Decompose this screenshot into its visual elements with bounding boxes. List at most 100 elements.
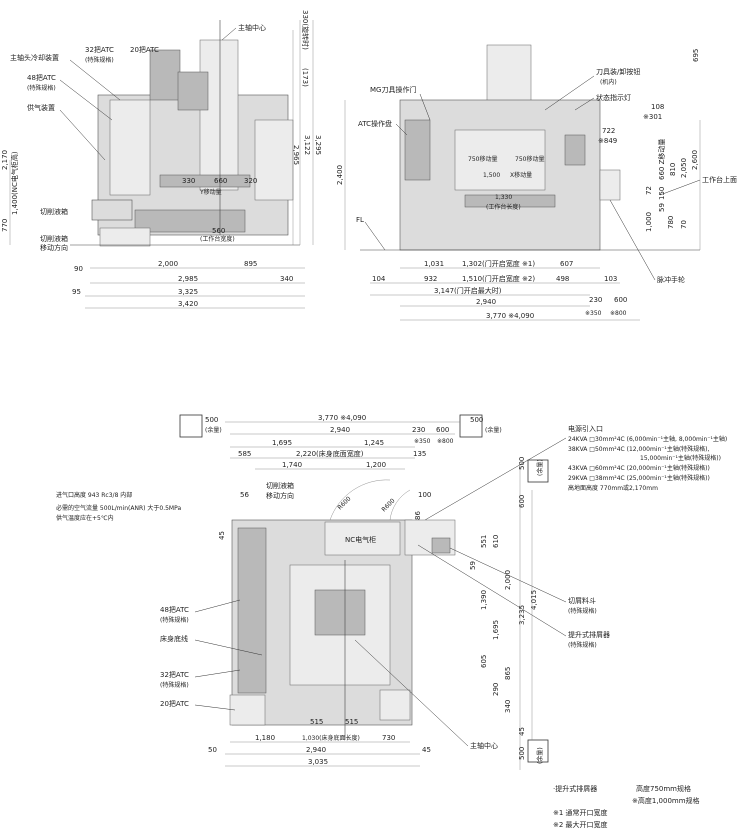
front-label-750a: 750移动量 bbox=[468, 155, 497, 163]
plan-dim-r600b: R600 bbox=[380, 497, 396, 513]
front-dim-70: 70 bbox=[680, 220, 688, 229]
plan-dim-2940: 2,940 bbox=[330, 426, 350, 434]
plan-label-atc32: 32把ATC bbox=[160, 670, 189, 679]
plan-label-atc48-note: (特殊规格) bbox=[160, 616, 189, 624]
footer-notes: ·提升式排屑器 高度750mm规格 ※高度1,000mm规格 ※1 通常开口宽度… bbox=[553, 784, 700, 829]
plan-dim-515a: 515 bbox=[310, 718, 323, 726]
front-label-atc-panel: ATC操作盘 bbox=[358, 119, 392, 128]
side-nc-cabinet bbox=[254, 119, 294, 201]
plan-dim-r600a: R600 bbox=[336, 495, 352, 511]
plan-power-row3: 43KVA □60mm²4C (20,000min⁻¹主轴(特殊规格)) bbox=[568, 464, 710, 472]
side-dim-340: 340 bbox=[280, 275, 293, 283]
side-label-y-travel: Y移动量 bbox=[199, 188, 222, 196]
side-dim-320: 320 bbox=[244, 177, 257, 185]
side-dim-330: 330(旋转时) bbox=[301, 10, 310, 50]
plan-dim-v1695: 1,695 bbox=[492, 620, 500, 640]
front-dim-103: 103 bbox=[604, 275, 617, 283]
plan-dim-v500d: (余量) bbox=[536, 747, 544, 764]
front-dim-3770: 3,770 ※4,090 bbox=[486, 312, 534, 320]
plan-dim-3035: 3,035 bbox=[308, 758, 328, 766]
side-dim-3295: 3,295 bbox=[314, 135, 322, 155]
plan-dim-v610: 610 bbox=[492, 535, 500, 548]
side-dim-90: 90 bbox=[74, 265, 83, 273]
plan-power-row5: 高地面高度 770mm或2,170mm bbox=[568, 484, 658, 492]
front-dim-301: ※301 bbox=[643, 113, 662, 121]
side-dim-330a: 330 bbox=[182, 177, 195, 185]
plan-dim-1030: 1,030(床身底面长度) bbox=[302, 734, 360, 742]
plan-dim-v4015: 4,015 bbox=[530, 590, 538, 610]
front-dim-2050: 2,050 bbox=[680, 158, 688, 178]
side-dim-2000: 2,000 bbox=[158, 260, 178, 268]
side-dim-560: 560 bbox=[212, 227, 225, 235]
front-dim-810: 810 bbox=[669, 163, 677, 176]
plan-label-lift-conveyor-note: (特殊规格) bbox=[568, 641, 597, 649]
plan-label-spindle-center: 主轴中心 bbox=[470, 741, 498, 750]
plan-air-temp: 供气温度应在+5℃内 bbox=[56, 514, 114, 522]
side-column bbox=[199, 39, 239, 191]
front-label-x-travel: X移动量 bbox=[510, 171, 532, 179]
front-dim-849: ※849 bbox=[598, 137, 617, 145]
side-label-spindle-center: 主轴中心 bbox=[238, 23, 266, 32]
plan-dim-1200: 1,200 bbox=[366, 461, 386, 469]
front-view: MG刀具操作门 刀具装/卸按钮 (机内) 状态指示灯 ATC操作盘 FL 750… bbox=[336, 44, 737, 321]
plan-atc-magazine bbox=[237, 527, 267, 694]
plan-label-atc32-note: (特殊规格) bbox=[160, 681, 189, 689]
plan-dim-1740: 1,740 bbox=[282, 461, 302, 469]
plan-label-atc48: 48把ATC bbox=[160, 605, 189, 614]
plan-label-chip-bucket-note: (特殊规格) bbox=[568, 607, 597, 615]
side-label-atc48-note: (特殊规格) bbox=[27, 84, 56, 92]
plan-dim-585: 585 bbox=[238, 450, 251, 458]
plan-margin-left: 500 bbox=[205, 416, 218, 424]
footer-note2: ※2 最大开口宽度 bbox=[553, 820, 608, 829]
plan-dim-100: 100 bbox=[418, 491, 431, 499]
side-chip-tank-2 bbox=[99, 227, 151, 247]
front-dim-108: 108 bbox=[651, 103, 664, 111]
side-label-table-width: (工作台宽度) bbox=[200, 235, 235, 243]
plan-dim-515b: 515 bbox=[345, 718, 358, 726]
plan-dim-v1390: 1,390 bbox=[480, 590, 488, 610]
plan-power-row2: 38KVA □50mm²4C (12,000min⁻¹主轴(特殊规格), bbox=[568, 445, 710, 453]
plan-power-row2b: 15,000min⁻¹主轴(特殊规格)) bbox=[640, 454, 721, 462]
plan-dim-1180: 1,180 bbox=[255, 734, 275, 742]
plan-dim-v551: 551 bbox=[480, 535, 488, 548]
side-label-air-supply: 供气装置 bbox=[27, 103, 55, 112]
side-atc-48 bbox=[109, 99, 151, 196]
plan-dim-v500: 500 bbox=[518, 457, 526, 470]
plan-label-chip-bucket: 切屑料斗 bbox=[568, 596, 596, 605]
plan-dim-v2000: 2,000 bbox=[504, 570, 512, 590]
side-view: 主轴中心 主轴头冷却装置 32把ATC (特殊规格) 20把ATC 48把ATC… bbox=[1, 10, 322, 309]
front-dim-104: 104 bbox=[372, 275, 386, 283]
front-dim-2600: 2,600 bbox=[691, 150, 699, 170]
plan-power-title: 电源引入口 bbox=[568, 424, 603, 433]
front-dim-498: 498 bbox=[556, 275, 569, 283]
footer-note1: ※1 通常开口宽度 bbox=[553, 808, 608, 817]
front-door-window bbox=[454, 129, 546, 191]
plan-margin-right-note: (余量) bbox=[485, 426, 502, 434]
plan-margin-right: 500 bbox=[470, 416, 483, 424]
front-dim-1031: 1,031 bbox=[424, 260, 444, 268]
plan-door-swing-right bbox=[389, 489, 411, 521]
footer-height-opt: ※高度1,000mm规格 bbox=[632, 796, 700, 805]
front-atc-panel bbox=[404, 119, 431, 181]
plan-atc-20 bbox=[229, 694, 266, 726]
plan-dim-56: 56 bbox=[240, 491, 249, 499]
front-label-1500: 1,500 bbox=[483, 172, 500, 179]
plan-chip-bucket bbox=[431, 537, 451, 554]
front-label-750b: 750移动量 bbox=[515, 155, 544, 163]
side-dim-3420: 3,420 bbox=[178, 300, 198, 308]
front-dim-230: 230 bbox=[589, 296, 602, 304]
side-dim-173: (173) bbox=[301, 68, 309, 87]
side-label-atc32-note: (特殊规格) bbox=[85, 56, 114, 64]
side-label-chip-tank-dir2: 移动方向 bbox=[40, 243, 68, 252]
plan-chip-dir1: 切削液箱 bbox=[266, 481, 294, 490]
side-table bbox=[159, 174, 251, 188]
plan-dim-800: ※800 bbox=[437, 438, 454, 445]
side-dim-3122: 3,122 bbox=[303, 135, 311, 155]
front-dim-607: 607 bbox=[560, 260, 573, 268]
side-dim-2985: 2,985 bbox=[178, 275, 198, 283]
plan-air-inlet: 进气口高度 943 Rc3/8 内部 bbox=[56, 491, 132, 499]
side-label-atc20: 20把ATC bbox=[130, 45, 159, 54]
front-column-top bbox=[486, 44, 532, 106]
side-dim-95: 95 bbox=[72, 288, 81, 296]
front-label-fl: FL bbox=[356, 216, 364, 224]
